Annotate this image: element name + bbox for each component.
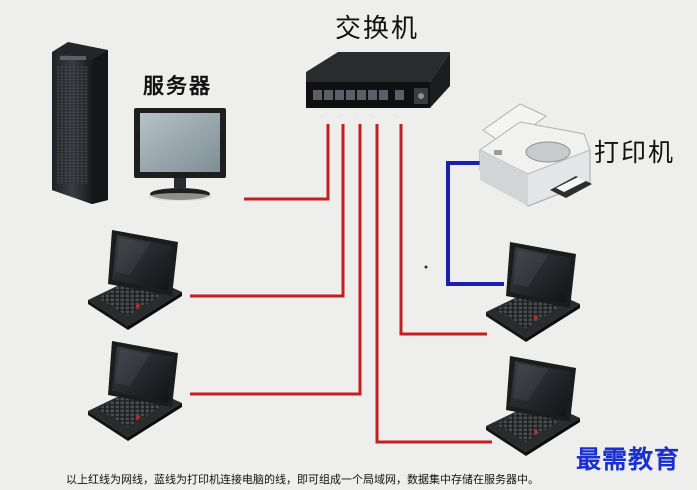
server-label: 服务器 (143, 74, 212, 98)
switch-label: 交换机 (335, 14, 420, 44)
cable-laptop-left-bottom (190, 124, 362, 396)
laptop-icon (88, 230, 182, 330)
cable-laptop-right-top (399, 124, 487, 336)
network-switch-icon (306, 52, 450, 108)
printer-icon (479, 103, 592, 207)
laptop-icon (88, 341, 182, 441)
cable-server (244, 124, 330, 201)
cable-laptop-right-bottom (375, 124, 492, 444)
server-tower-icon (52, 42, 108, 204)
diagram-caption: 以上红线为网线，蓝线为打印机连接电脑的线，即可组成一个局域网，数据集中存储在服务… (66, 473, 539, 486)
monitor-icon (134, 108, 226, 201)
laptop-icon (486, 242, 580, 342)
cable-laptop-left-top (190, 124, 345, 298)
watermark-logo: 最需教育 (576, 445, 681, 474)
printer-label: 打印机 (594, 138, 676, 167)
network-cables (190, 124, 492, 444)
laptop-icon (486, 356, 580, 456)
printer-cable (446, 161, 504, 286)
